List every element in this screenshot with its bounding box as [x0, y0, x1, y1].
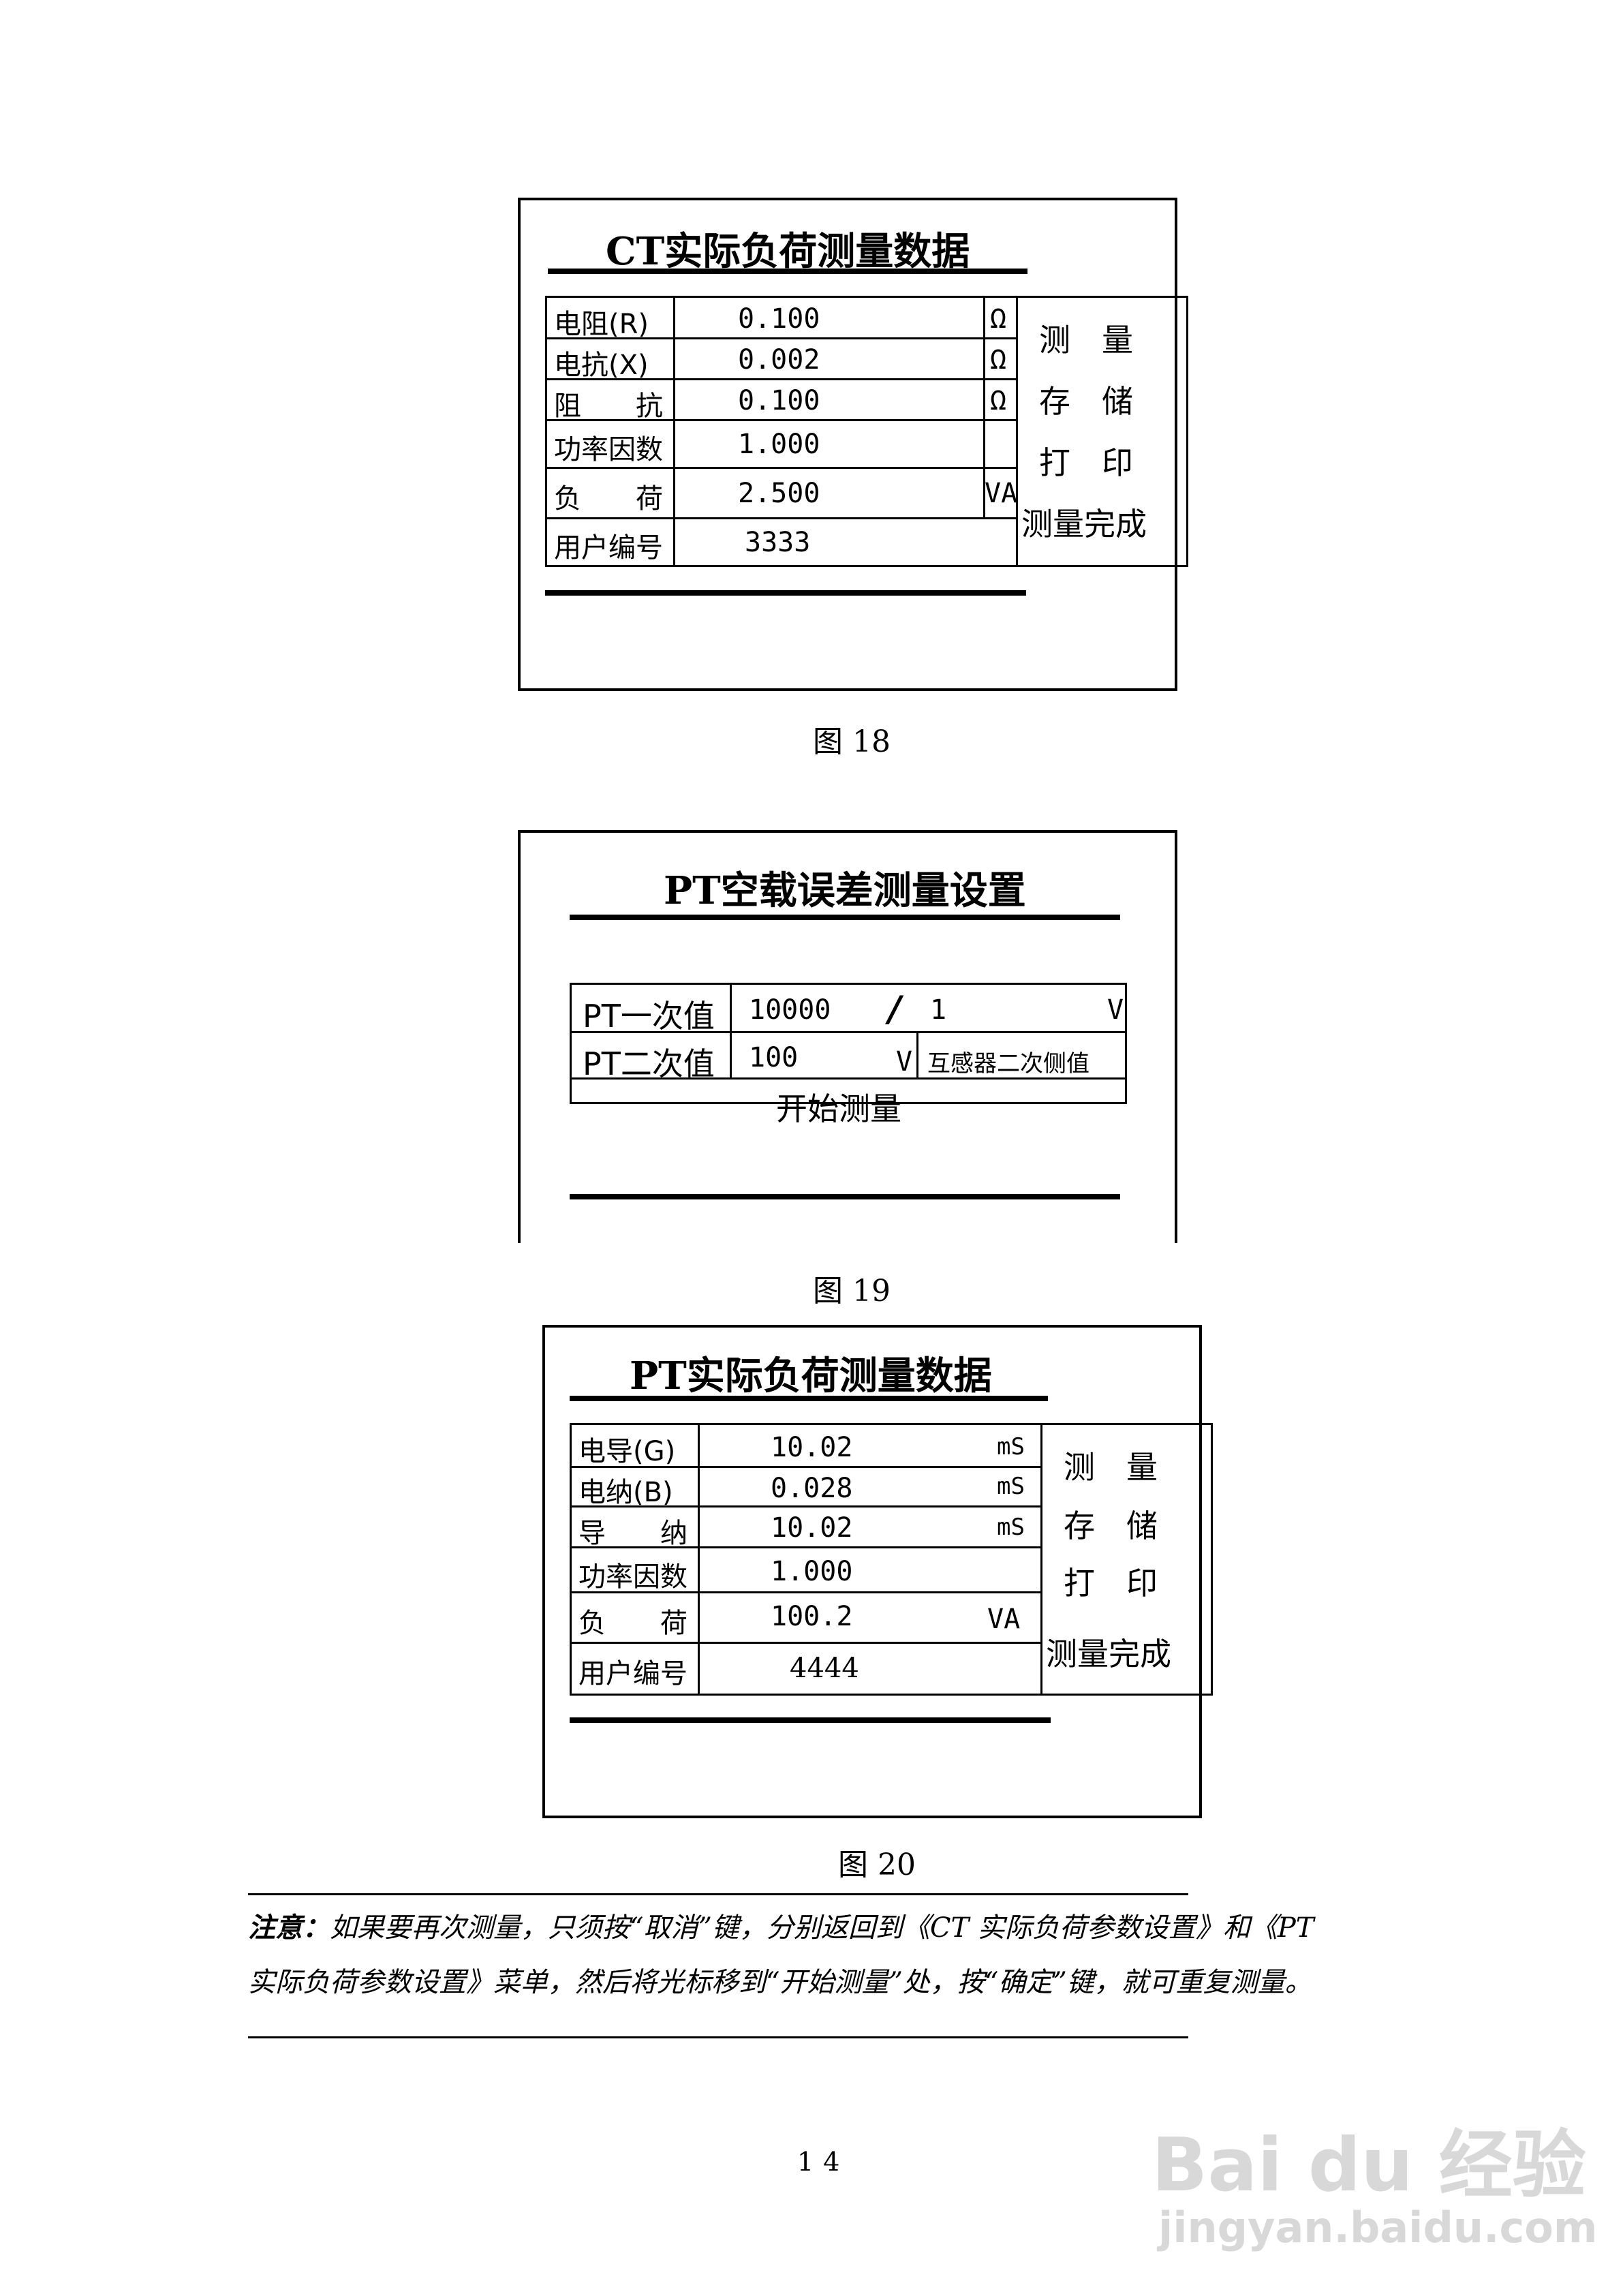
- fig20-label-susceptance: 电纳(B): [578, 1477, 673, 1508]
- fig18-unit-reactance: Ω: [990, 344, 1007, 376]
- fig18-label-load: 负 荷: [554, 483, 663, 515]
- fig20-bottom-rule: [570, 1717, 1051, 1723]
- fig20-screen: PT实际负荷测量数据 电导(G) 10.02 mS 电纳(B) 0.028 mS…: [542, 1325, 1213, 1818]
- fig18-value-reactance: 0.002: [738, 344, 820, 376]
- fig19-primary-value[interactable]: 10000: [749, 994, 831, 1026]
- fig20-value-power-factor: 1.000: [771, 1556, 853, 1587]
- fig18-label-power-factor: 功率因数: [554, 434, 663, 465]
- fig18-menu-print[interactable]: 打 印: [1039, 444, 1133, 481]
- fig20-unit-load: VA: [987, 1604, 1021, 1635]
- fig19-bottom-rule: [570, 1194, 1120, 1199]
- fig20-menu-measure[interactable]: 测 量: [1064, 1449, 1158, 1486]
- fig19-secondary-unit: V: [896, 1046, 913, 1077]
- fig18-unit-impedance: Ω: [990, 385, 1007, 416]
- fig18-menu-finish[interactable]: 测量完成: [1021, 506, 1147, 542]
- fig18-label-resistance: 电阻(R): [554, 309, 649, 340]
- fig19-title-rule: [570, 915, 1120, 920]
- fig20-value-user-id: 4444: [790, 1653, 859, 1684]
- fig18-title: CT实际负荷测量数据: [606, 229, 970, 274]
- fig19-screen: PT空载误差测量设置 PT一次值 10000 / 1 V PT二次值 100 V…: [518, 830, 1177, 1243]
- fig18-unit-resistance: Ω: [990, 303, 1007, 335]
- fig19-primary-sec-value[interactable]: 1: [930, 994, 947, 1026]
- fig19-secondary-note: 互感器二次侧值: [927, 1050, 1089, 1077]
- fig19-title: PT空载误差测量设置: [664, 868, 1026, 913]
- fig20-unit-susceptance: mS: [997, 1473, 1025, 1500]
- fig18-bottom-rule: [545, 590, 1026, 596]
- fig19-secondary-value[interactable]: 100: [749, 1042, 799, 1073]
- fig20-label-user-id: 用户编号: [578, 1658, 687, 1689]
- fig19-primary-unit: V: [1107, 994, 1124, 1026]
- fig20-label-conductance: 电导(G): [578, 1436, 676, 1467]
- fig19-caption: 图 19: [813, 1274, 891, 1308]
- fig19-label-secondary: PT二次值: [583, 1045, 715, 1082]
- fig20-label-load: 负 荷: [578, 1608, 687, 1639]
- fig20-value-conductance: 10.02: [771, 1432, 853, 1463]
- baidu-watermark-logo: Bai du 经验: [1151, 2123, 1586, 2208]
- fig20-title: PT实际负荷测量数据: [630, 1353, 992, 1398]
- fig20-menu-store[interactable]: 存 储: [1064, 1507, 1158, 1544]
- fig18-menu-store[interactable]: 存 储: [1039, 383, 1133, 420]
- fig19-settings-table: PT一次值 10000 / 1 V PT二次值 100 V 互感器二次侧值 开始…: [570, 983, 1127, 1127]
- fig20-menu-finish[interactable]: 测量完成: [1046, 1636, 1171, 1672]
- page-number: 14: [797, 2147, 850, 2177]
- fig18-unit-load: VA: [985, 478, 1018, 509]
- fig20-menu-print[interactable]: 打 印: [1064, 1565, 1158, 1602]
- fig18-title-rule: [548, 269, 1027, 274]
- fig19-slash: /: [885, 989, 907, 1030]
- fig19-label-primary: PT一次值: [583, 998, 715, 1035]
- fig20-unit-conductance: mS: [997, 1433, 1025, 1460]
- note-line-1: 注意：如果要再次测量，只须按“取消”键，分别返回到《CT 实际负荷参数设置》和《…: [248, 1905, 1314, 1945]
- note-top-rule: [248, 1893, 1188, 1895]
- fig18-menu-measure[interactable]: 测 量: [1039, 322, 1133, 358]
- fig18-value-resistance: 0.100: [738, 303, 820, 335]
- fig20-data-table: 电导(G) 10.02 mS 电纳(B) 0.028 mS 导 纳 10.02 …: [570, 1423, 1213, 1696]
- fig18-screen: CT实际负荷测量数据 电阻(R) 0.100 Ω 电抗(X) 0.002 Ω 阻…: [518, 198, 1188, 691]
- fig20-title-rule: [570, 1396, 1048, 1401]
- fig18-value-impedance: 0.100: [738, 385, 820, 416]
- fig20-value-susceptance: 0.028: [771, 1473, 853, 1504]
- note-bottom-rule: [248, 2036, 1188, 2038]
- fig18-value-load: 2.500: [738, 478, 820, 509]
- fig20-label-power-factor: 功率因数: [578, 1561, 687, 1593]
- fig20-value-admittance: 10.02: [771, 1512, 853, 1544]
- fig19-start-button[interactable]: 开始测量: [776, 1090, 901, 1127]
- fig20-caption: 图 20: [838, 1848, 916, 1882]
- note-prefix: 注意：: [248, 1912, 330, 1944]
- fig18-label-user-id: 用户编号: [554, 532, 663, 564]
- baidu-watermark-url: jingyan.baidu.com: [1158, 2203, 1598, 2252]
- fig18-label-reactance: 电抗(X): [554, 350, 649, 381]
- fig18-value-power-factor: 1.000: [738, 429, 820, 460]
- fig18-label-impedance: 阻 抗: [554, 391, 663, 422]
- fig20-value-load: 100.2: [771, 1601, 853, 1632]
- fig18-value-user-id: 3333: [745, 527, 811, 558]
- note-line-2: 实际负荷参数设置》菜单，然后将光标移到“开始测量”处，按“确定”键，就可重复测量…: [248, 1967, 1312, 1998]
- fig18-data-table: 电阻(R) 0.100 Ω 电抗(X) 0.002 Ω 阻 抗 0.100 Ω …: [545, 296, 1188, 567]
- fig20-unit-admittance: mS: [997, 1514, 1025, 1541]
- fig18-caption: 图 18: [813, 724, 891, 759]
- fig20-label-admittance: 导 纳: [578, 1518, 687, 1549]
- note-text-1: 如果要再次测量，只须按“取消”键，分别返回到《CT 实际负荷参数设置》和《PT: [330, 1912, 1314, 1944]
